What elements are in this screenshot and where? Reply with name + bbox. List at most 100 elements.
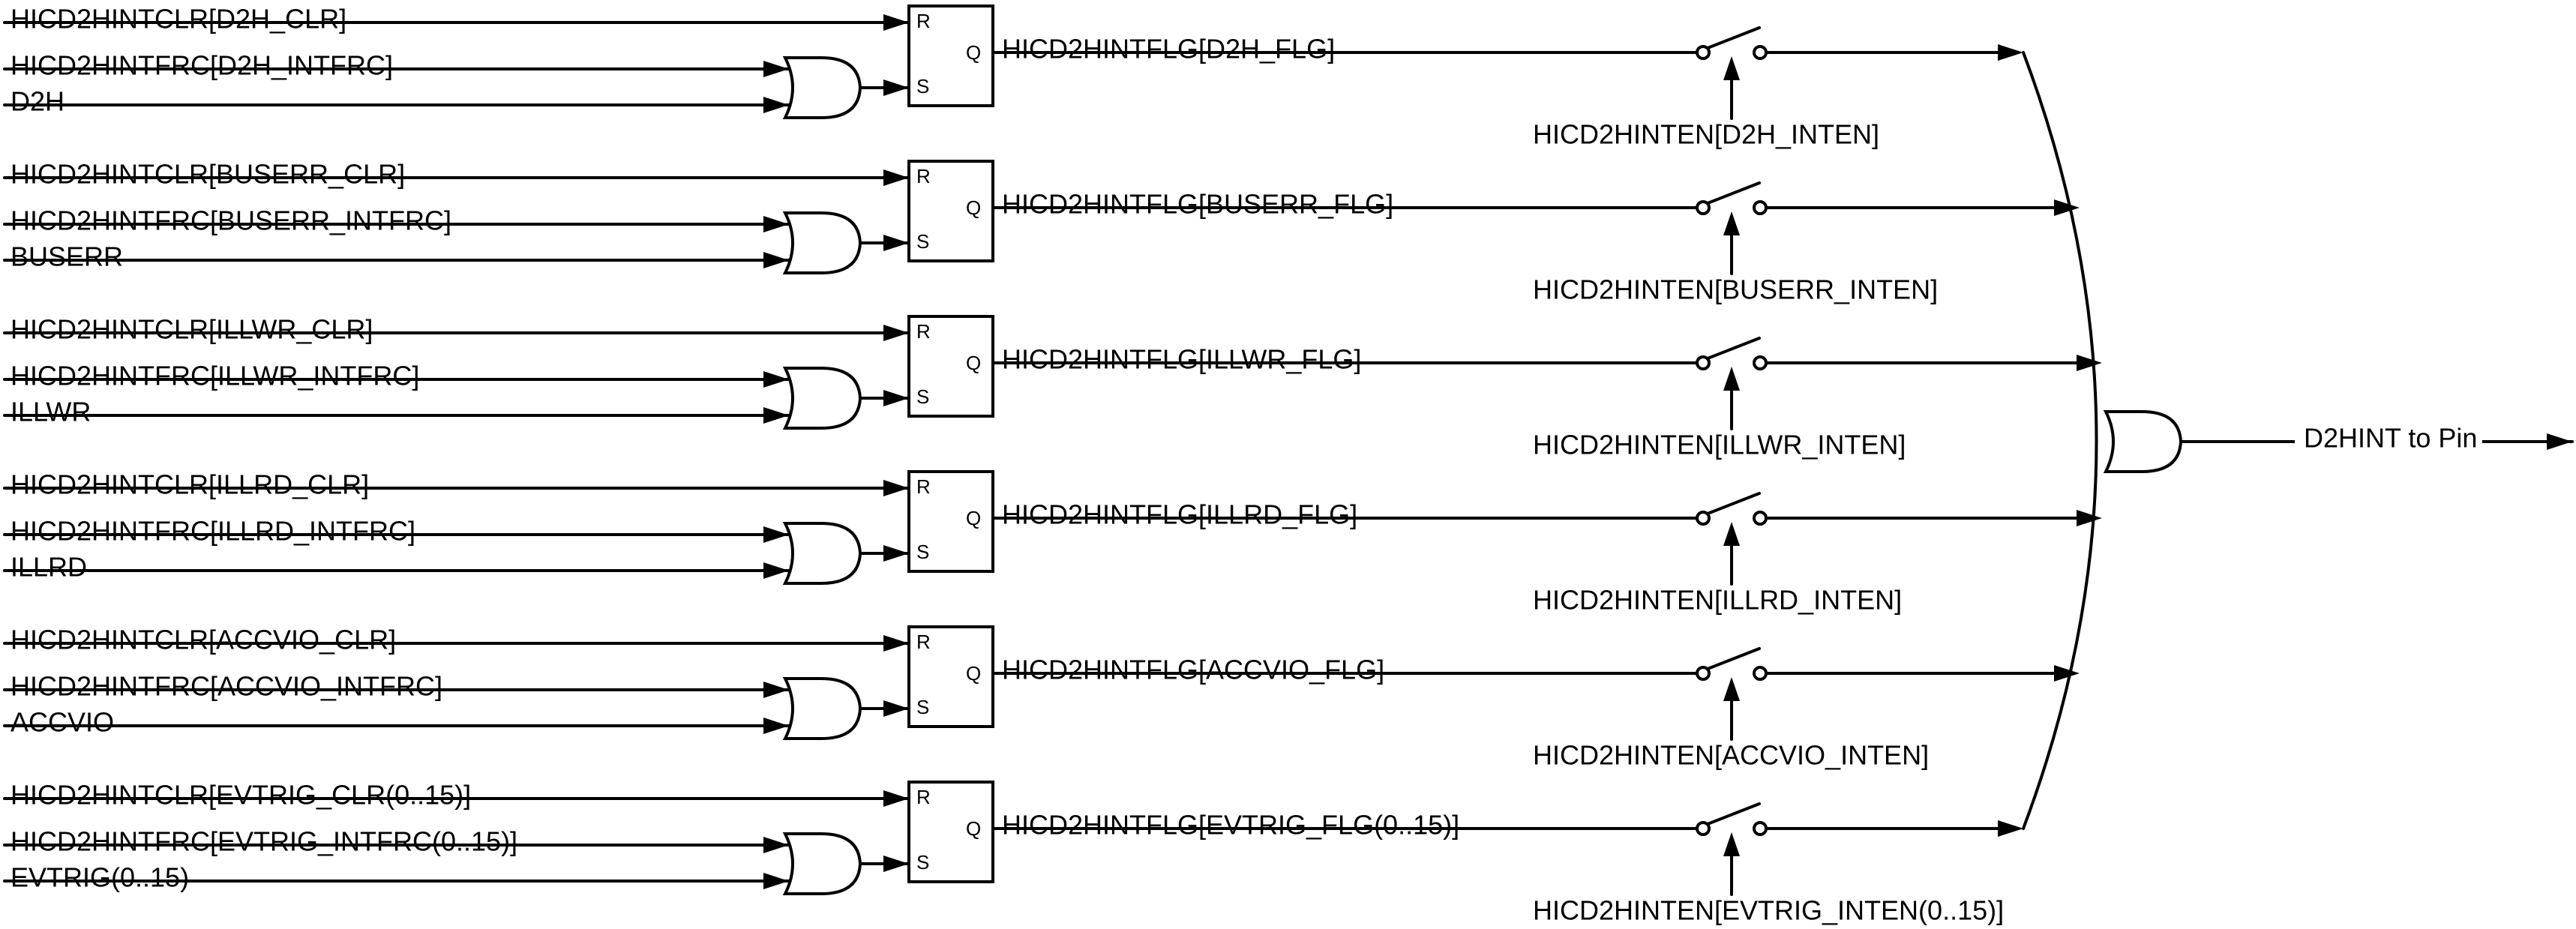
clear-signal-label: HICD2HINTCLR[BUSERR_CLR] xyxy=(10,159,405,190)
final-or-gate xyxy=(2104,410,2182,473)
force-signal-label: HICD2HINTFRC[ILLWR_INTFRC] xyxy=(10,361,419,391)
enable-arrow xyxy=(1723,522,1740,546)
switch-output-arrow xyxy=(1998,820,2023,837)
enable-arrow xyxy=(1723,832,1740,856)
rs-flip-flop xyxy=(907,781,994,883)
set-arrow xyxy=(883,856,909,872)
set-pin-label: S xyxy=(916,851,929,874)
source-arrow xyxy=(763,718,789,734)
stage-3: HICD2HINTCLR[ILLWR_CLR]HICD2HINTFRC[ILLW… xyxy=(3,314,2102,460)
enable-label: HICD2HINTEN[ILLRD_INTEN] xyxy=(1533,585,1902,616)
q-pin-label: Q xyxy=(966,41,981,64)
output-label-mask xyxy=(2295,424,2482,458)
force-signal-label: HICD2HINTFRC[EVTRIG_INTFRC(0..15)] xyxy=(10,826,517,857)
source-arrow xyxy=(763,252,789,268)
stage-1: HICD2HINTCLR[D2H_CLR] HICD2HINTFRC[D2H_IN… xyxy=(3,4,2023,150)
enable-arrow xyxy=(1723,56,1740,80)
source-arrow xyxy=(763,97,789,113)
switch-contact-right xyxy=(1753,666,1768,681)
flag-label: HICD2HINTFLG[EVTRIG_FLG(0..15)] xyxy=(1002,810,1459,841)
stage-4: HICD2HINTCLR[ILLRD_CLR]HICD2HINTFRC[ILLR… xyxy=(3,469,2102,616)
force-arrow xyxy=(763,61,789,77)
switch-contact-left xyxy=(1696,355,1711,370)
rs-flip-flop xyxy=(907,4,994,107)
set-arrow xyxy=(883,545,909,562)
set-pin-label: S xyxy=(916,385,929,408)
q-pin-label: Q xyxy=(966,196,981,219)
clear-signal-label: HICD2HINTCLR[ACCVIO_CLR] xyxy=(10,625,396,655)
switch-blade xyxy=(1706,647,1761,670)
switch-contact-right xyxy=(1753,821,1768,836)
enable-label: HICD2HINTEN[EVTRIG_INTEN(0..15)] xyxy=(1533,895,2004,926)
clear-arrow xyxy=(883,480,909,496)
force-signal-label: HICD2HINTFRC[BUSERR_INTFRC] xyxy=(10,205,451,236)
output-arrow xyxy=(2547,433,2572,450)
switch-contact-right xyxy=(1753,355,1768,370)
clear-arrow xyxy=(883,635,909,652)
stage-2: HICD2HINTCLR[BUSERR_CLR] HICD2HINTFRC[BUS… xyxy=(3,159,2080,305)
force-signal-label: HICD2HINTFRC[D2H_INTFRC] xyxy=(10,50,393,81)
or-gate xyxy=(784,522,862,585)
switch-contact-left xyxy=(1696,666,1711,681)
switch-blade xyxy=(1706,492,1761,515)
stage-5: HICD2HINTCLR[ACCVIO_CLR] HICD2HINTFRC[ACC… xyxy=(3,625,2080,771)
force-arrow xyxy=(763,682,789,698)
q-pin-label: Q xyxy=(966,817,981,840)
enable-label: HICD2HINTEN[BUSERR_INTEN] xyxy=(1533,274,1938,305)
clear-signal-label: HICD2HINTCLR[D2H_CLR] xyxy=(10,4,346,34)
switch-contact-left xyxy=(1696,45,1711,60)
q-pin-label: Q xyxy=(966,507,981,529)
collector-bus xyxy=(2022,51,2098,830)
reset-pin-label: R xyxy=(916,786,931,808)
switch-output-arrow xyxy=(2054,199,2080,216)
set-pin-label: S xyxy=(916,75,929,97)
force-signal-label: HICD2HINTFRC[ACCVIO_INTFRC] xyxy=(10,671,442,702)
source-signal-label: ILLWR xyxy=(10,397,91,427)
clear-arrow xyxy=(883,14,909,31)
source-signal-label: EVTRIG(0..15) xyxy=(10,862,189,893)
switch-contact-right xyxy=(1753,45,1768,60)
enable-arrow xyxy=(1723,677,1740,701)
reset-pin-label: R xyxy=(916,320,931,343)
switch-blade xyxy=(1706,337,1761,360)
clear-signal-label: HICD2HINTCLR[ILLRD_CLR] xyxy=(10,469,369,500)
switch-output-arrow xyxy=(2077,510,2102,526)
set-arrow xyxy=(883,79,909,96)
set-pin-label: S xyxy=(916,541,929,563)
or-gate xyxy=(784,832,862,895)
switch-contact-right xyxy=(1753,511,1768,526)
reset-pin-label: R xyxy=(916,10,931,32)
source-arrow xyxy=(763,407,789,424)
switch-blade xyxy=(1706,181,1761,205)
q-pin-label: Q xyxy=(966,662,981,685)
set-pin-label: S xyxy=(916,696,929,718)
enable-arrow xyxy=(1723,367,1740,391)
source-arrow xyxy=(763,873,789,889)
source-signal-label: ILLRD xyxy=(10,552,87,583)
source-signal-label: D2H xyxy=(10,86,64,117)
q-pin-label: Q xyxy=(966,352,981,374)
rs-flip-flop xyxy=(907,315,994,418)
source-signal-label: BUSERR xyxy=(10,241,123,272)
force-arrow xyxy=(763,216,789,232)
clear-arrow xyxy=(883,325,909,341)
clear-signal-label: HICD2HINTCLR[EVTRIG_CLR(0..15)] xyxy=(10,780,471,811)
or-gate xyxy=(784,211,862,274)
force-arrow xyxy=(763,371,789,388)
flag-label: HICD2HINTFLG[BUSERR_FLG] xyxy=(1002,189,1393,220)
set-arrow xyxy=(883,390,909,406)
set-pin-label: S xyxy=(916,230,929,253)
switch-output-arrow xyxy=(1998,44,2023,61)
or-gate xyxy=(784,56,862,119)
or-gate xyxy=(784,677,862,740)
flag-label: HICD2HINTFLG[ACCVIO_FLG] xyxy=(1002,655,1384,685)
set-arrow xyxy=(883,235,909,251)
switch-output-arrow xyxy=(2077,355,2102,371)
enable-arrow xyxy=(1723,211,1740,235)
switch-output-arrow xyxy=(2054,665,2080,682)
switch-contact-right xyxy=(1753,200,1768,215)
source-arrow xyxy=(763,562,789,579)
flag-label: HICD2HINTFLG[ILLRD_FLG] xyxy=(1002,499,1357,530)
flag-label: HICD2HINTFLG[D2H_FLG] xyxy=(1002,34,1335,64)
